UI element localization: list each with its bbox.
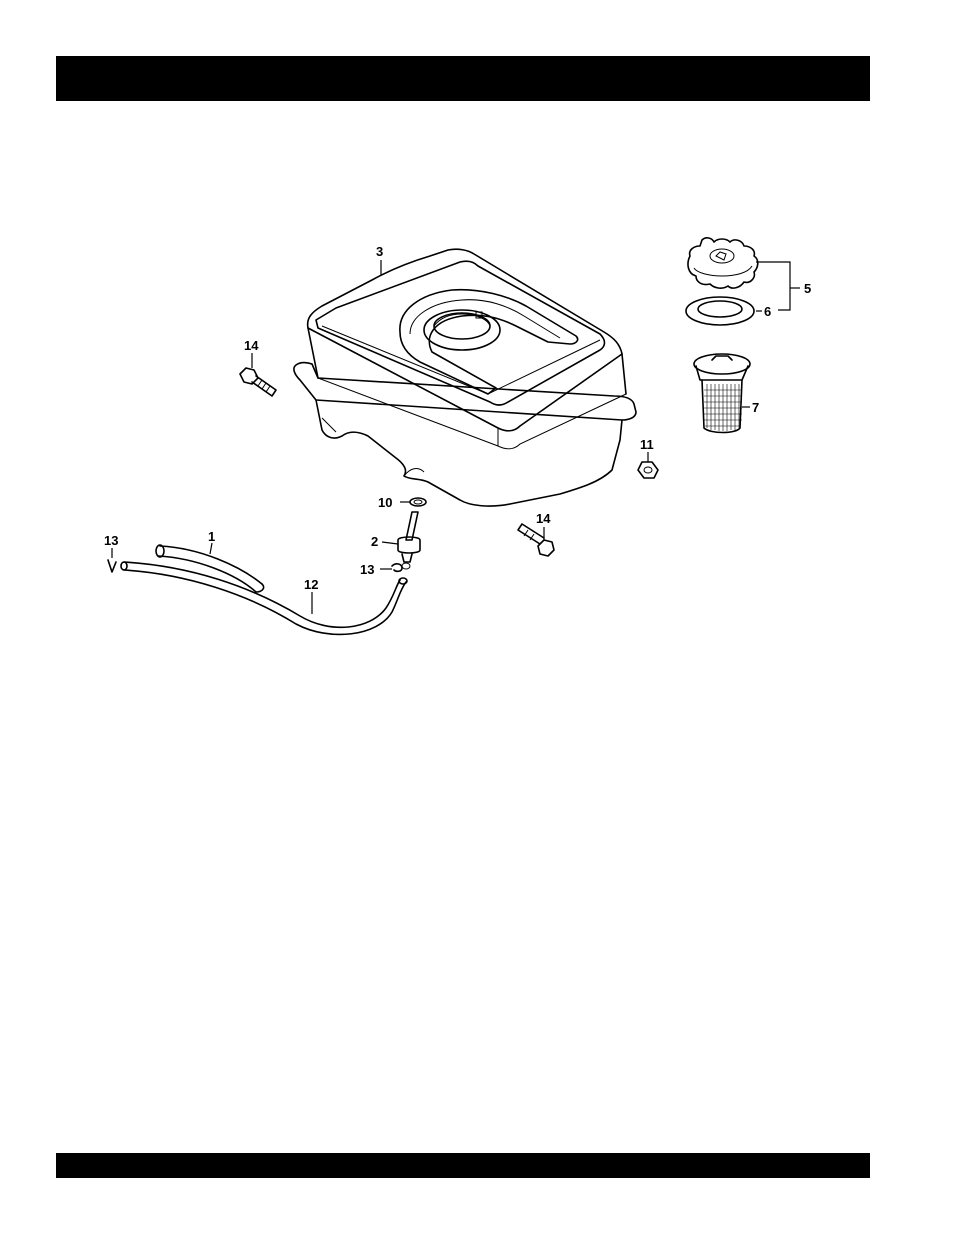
flange-bolt-lower <box>518 524 554 556</box>
hose-clip-left <box>108 560 116 572</box>
hose-clip-center <box>392 564 402 571</box>
callout-6: 6 <box>764 304 771 319</box>
callout-14-lower: 14 <box>536 511 551 526</box>
valve-washer <box>410 498 426 506</box>
callout-2: 2 <box>371 534 378 549</box>
callout-7: 7 <box>752 400 759 415</box>
cap-gasket <box>686 297 754 325</box>
callout-5: 5 <box>804 281 811 296</box>
callout-1: 1 <box>208 529 215 544</box>
callout-3: 3 <box>376 244 383 259</box>
callout-13-left: 13 <box>104 533 118 548</box>
callout-14-upper: 14 <box>244 338 259 353</box>
fuel-valve <box>398 512 420 569</box>
fuel-cap <box>688 238 758 288</box>
callout-13-center: 13 <box>360 562 374 577</box>
footer-bar <box>56 1153 870 1178</box>
fuel-tank <box>294 249 636 506</box>
flange-bolt-upper <box>240 368 276 396</box>
callout-10: 10 <box>378 495 392 510</box>
callout-11: 11 <box>640 437 654 452</box>
strainer-filter <box>694 354 750 433</box>
nut <box>638 462 658 478</box>
callout-12: 12 <box>304 577 318 592</box>
